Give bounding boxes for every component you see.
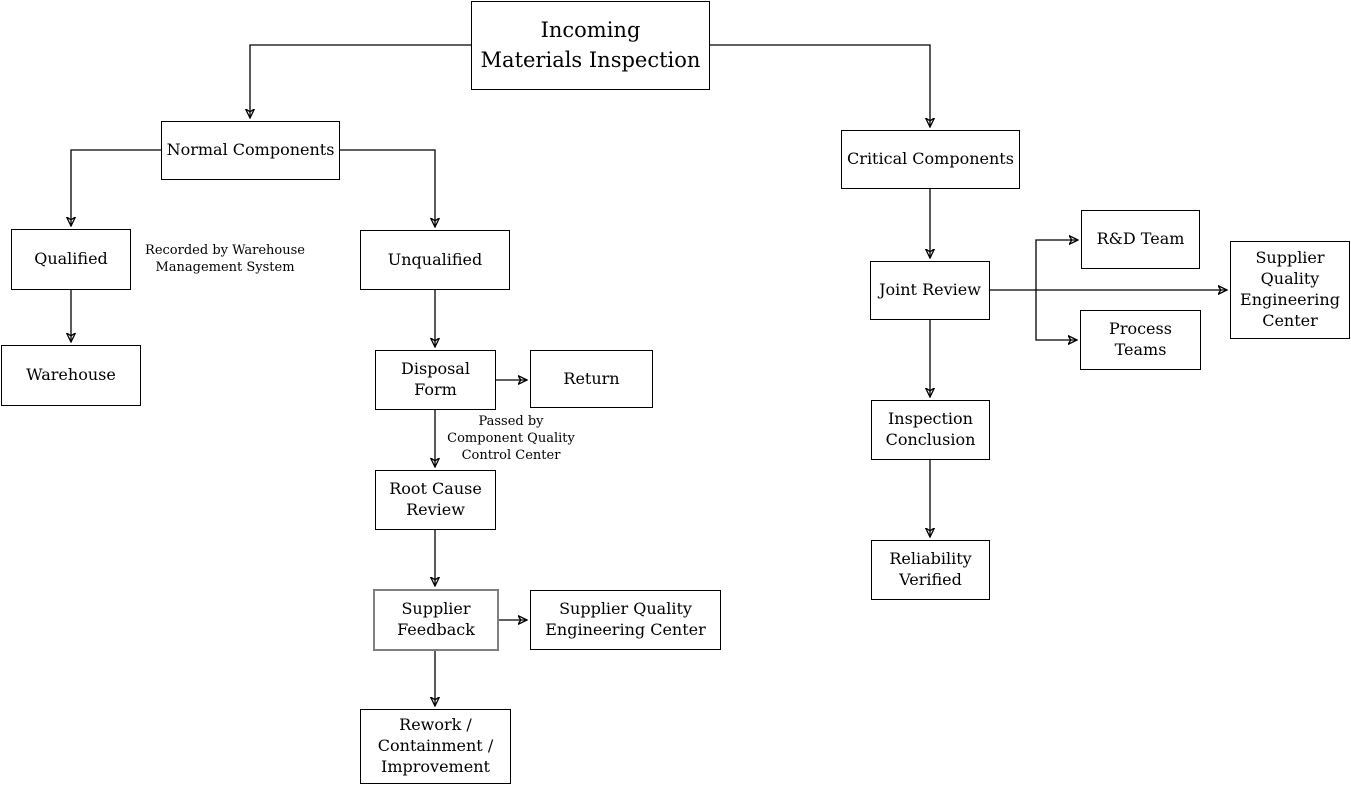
node-supplier-feedback[interactable]: Supplier Feedback <box>373 589 499 651</box>
node-joint-review[interactable]: Joint Review <box>870 261 990 320</box>
node-critical-components[interactable]: Critical Components <box>841 130 1020 189</box>
edge-joint-review-to-process-teams <box>1035 290 1077 340</box>
node-disposal-form[interactable]: Disposal Form <box>375 350 496 410</box>
node-unqualified[interactable]: Unqualified <box>360 230 510 290</box>
node-warehouse[interactable]: Warehouse <box>1 345 141 406</box>
edge-normal-to-qualified <box>71 149 161 226</box>
node-incoming-materials-inspection[interactable]: Incoming Materials Inspection <box>471 1 710 90</box>
node-normal-components[interactable]: Normal Components <box>161 121 340 180</box>
node-rd-team[interactable]: R&D Team <box>1081 210 1200 269</box>
node-root-cause-review[interactable]: Root Cause Review <box>375 470 496 530</box>
edge-normal-to-unqualified <box>340 149 435 227</box>
node-qualified[interactable]: Qualified <box>11 229 131 290</box>
node-inspection-conclusion[interactable]: Inspection Conclusion <box>871 400 990 460</box>
node-supplier-quality-engineering-center[interactable]: Supplier Quality Engineering Center <box>530 590 721 650</box>
annotation-component-quality-note: Passed by Component Quality Control Cent… <box>447 414 575 464</box>
edge-joint-review-to-rd-team <box>1035 240 1078 290</box>
node-reliability-verified[interactable]: Reliability Verified <box>871 540 990 600</box>
annotation-warehouse-management-note: Recorded by Warehouse Management System <box>145 243 305 276</box>
node-return[interactable]: Return <box>530 350 653 408</box>
node-process-teams[interactable]: Process Teams <box>1080 310 1201 370</box>
edge-incoming-to-critical-components <box>710 44 930 127</box>
node-rework-containment-improvement[interactable]: Rework / Containment / Improvement <box>360 709 511 784</box>
node-supplier-quality-engineering-center-right[interactable]: Supplier Quality Engineering Center <box>1230 241 1350 339</box>
edge-incoming-to-normal-components <box>250 44 471 118</box>
